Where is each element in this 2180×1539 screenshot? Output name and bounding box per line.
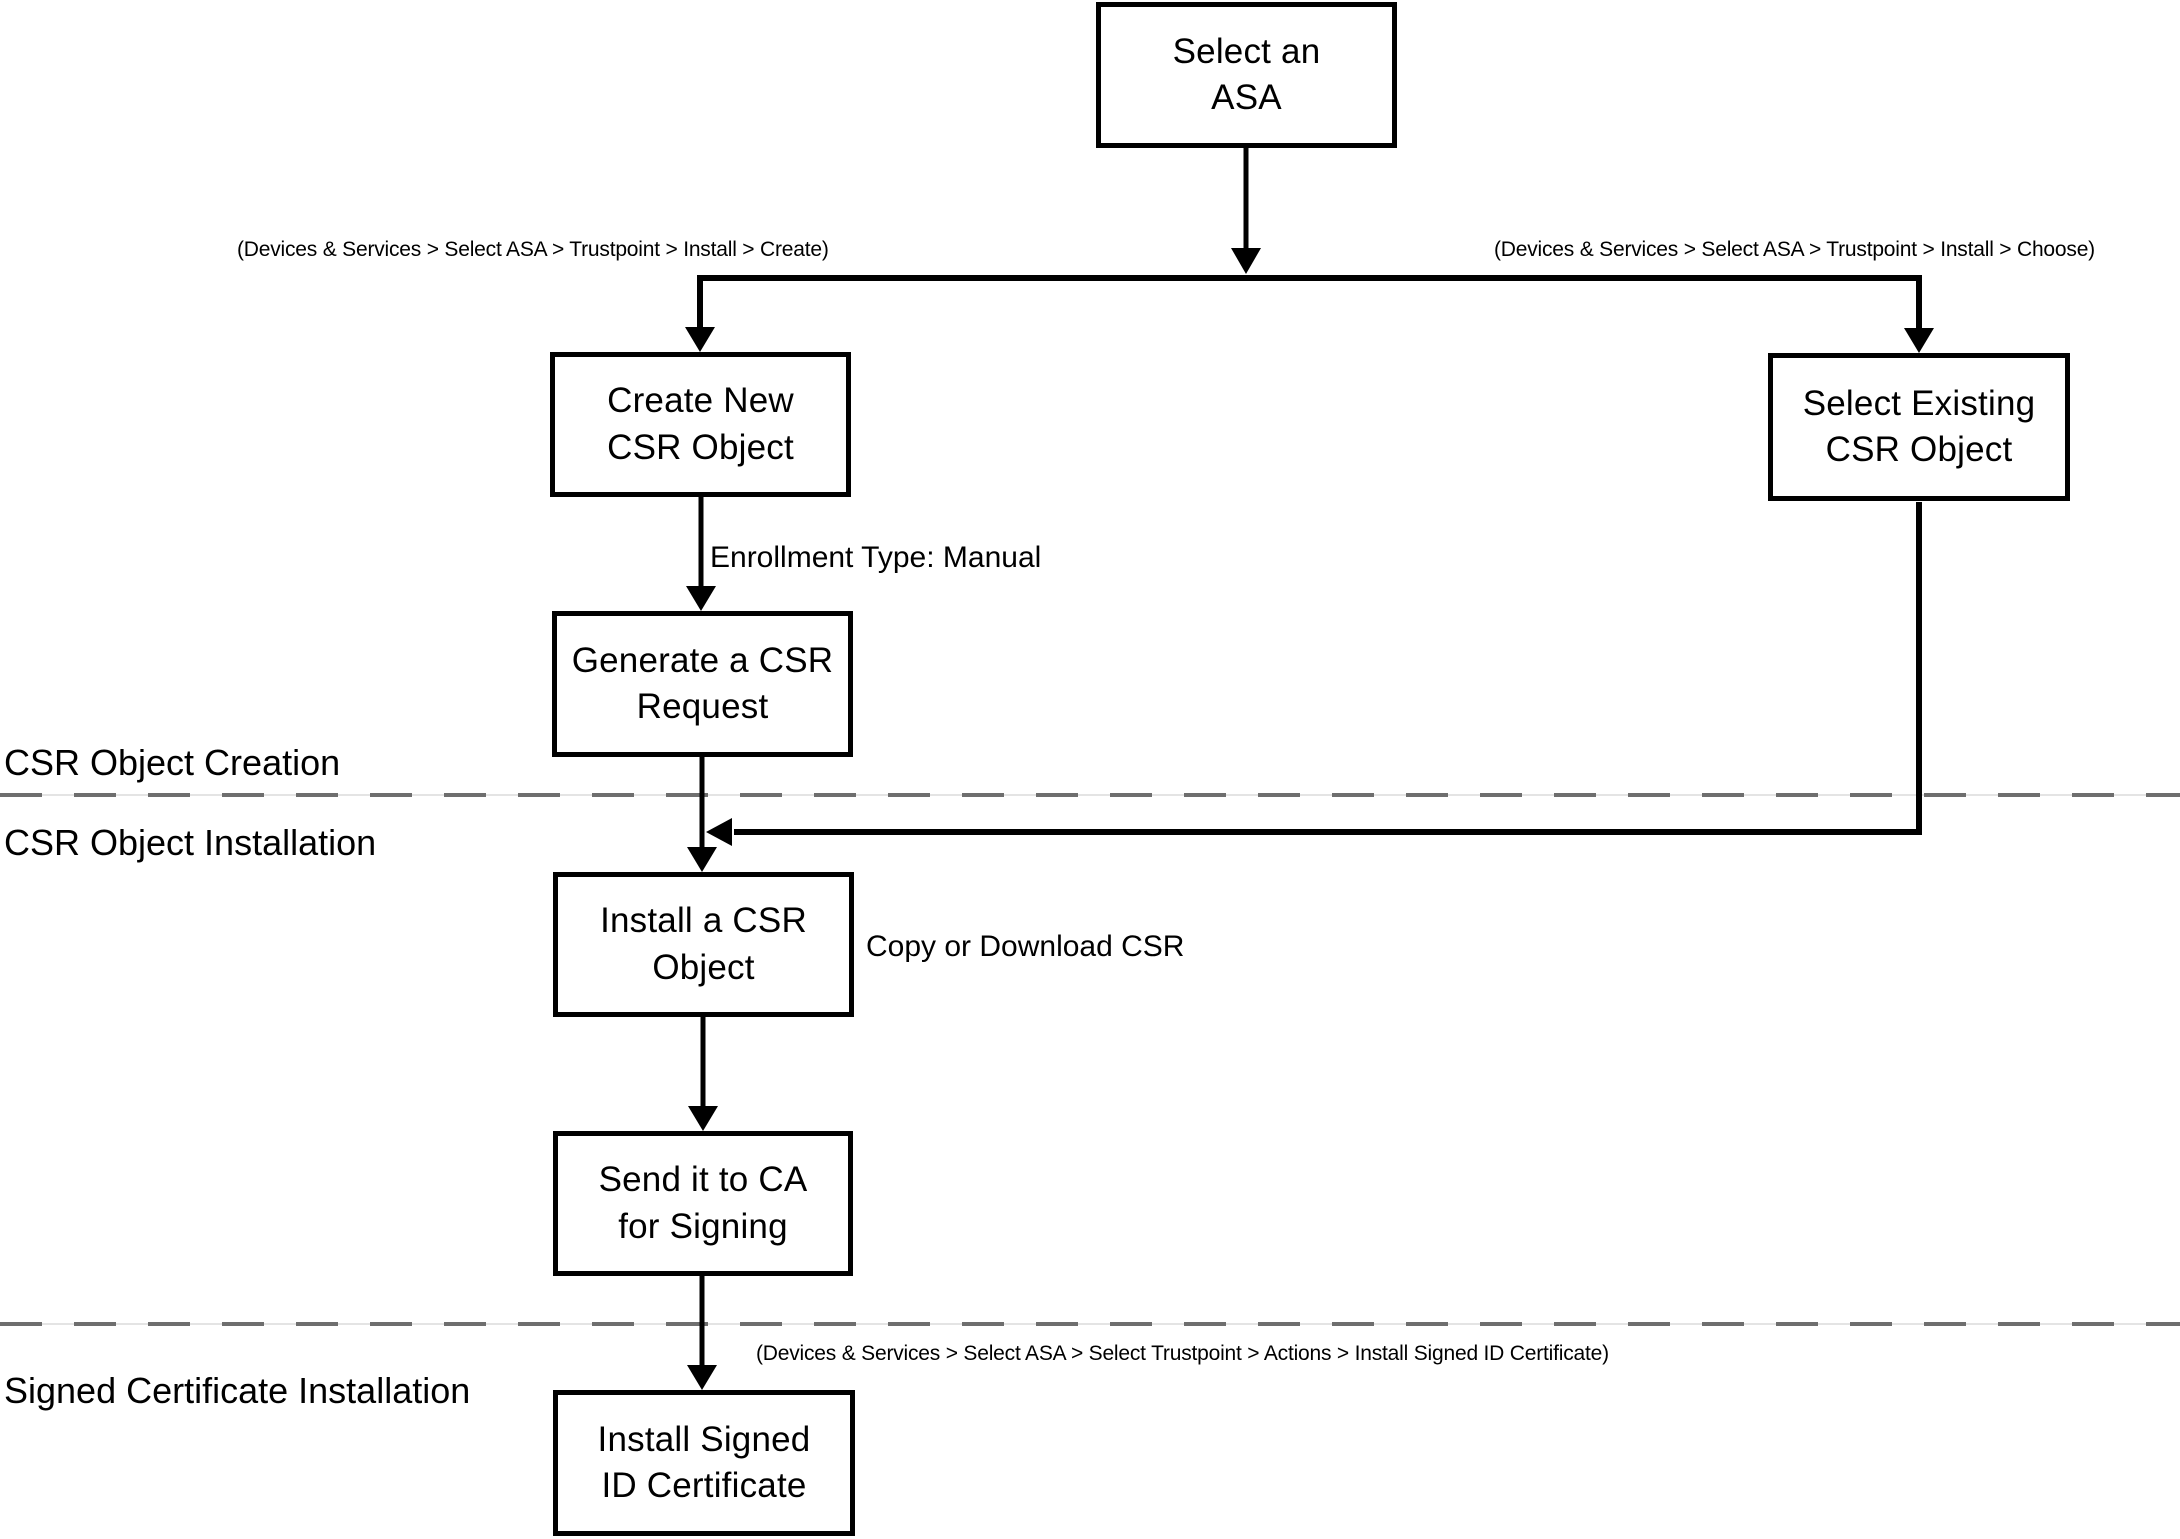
path-label-install-signed: (Devices & Services > Select ASA > Selec… <box>756 1342 1609 1365</box>
node-label: Generate a CSR Request <box>571 640 834 726</box>
arrowhead-down-icon <box>687 1365 717 1390</box>
node-label: Install a CSR Object <box>600 901 807 987</box>
section-label-csr-object-installation: CSR Object Installation <box>4 822 377 863</box>
edge-label-enrollment-type: Enrollment Type: Manual <box>710 541 1042 574</box>
flow-node-select-existing-csr: Select Existing CSR Object <box>1768 353 2070 501</box>
section-label-signed-certificate-installation: Signed Certificate Installation <box>4 1370 471 1411</box>
edge-label-copy-download: Copy or Download CSR <box>866 930 1185 963</box>
node-label: Select Existing CSR Object <box>1802 383 2036 469</box>
flow-node-send-to-ca: Send it to CA for Signing <box>553 1131 853 1276</box>
arrow-install-to-send <box>688 1017 718 1131</box>
section-label-csr-object-creation: CSR Object Creation <box>4 742 341 783</box>
arrowhead-down-icon <box>685 327 715 352</box>
node-label: Install Signed ID Certificate <box>597 1419 811 1505</box>
arrow-generate-to-install <box>687 757 717 872</box>
arrow-create-to-generate <box>686 497 716 611</box>
arrow-existing-to-install <box>706 502 1922 846</box>
node-label: Send it to CA for Signing <box>598 1160 808 1246</box>
arrowhead-down-icon <box>687 847 717 872</box>
node-label: Select an ASA <box>1172 31 1321 117</box>
flow-node-install-csr: Install a CSR Object <box>553 872 854 1017</box>
arrow-select-asa-to-branch <box>1231 148 1261 274</box>
flow-node-generate-csr: Generate a CSR Request <box>552 611 853 757</box>
arrowhead-down-icon <box>688 1106 718 1131</box>
arrowhead-down-icon <box>1904 328 1934 353</box>
arrowhead-left-icon <box>706 818 732 846</box>
flow-node-create-new-csr: Create New CSR Object <box>550 352 851 497</box>
branch-connector <box>685 275 1934 353</box>
arrowhead-down-icon <box>686 586 716 611</box>
flow-node-select-asa: Select an ASA <box>1096 2 1397 148</box>
node-label: Create New CSR Object <box>607 381 794 467</box>
arrowhead-down-icon <box>1231 248 1261 274</box>
arrow-send-to-signed <box>687 1276 717 1390</box>
path-label-choose: (Devices & Services > Select ASA > Trust… <box>1494 238 2095 261</box>
path-label-create: (Devices & Services > Select ASA > Trust… <box>237 238 829 261</box>
flow-node-install-signed-cert: Install Signed ID Certificate <box>553 1390 855 1536</box>
